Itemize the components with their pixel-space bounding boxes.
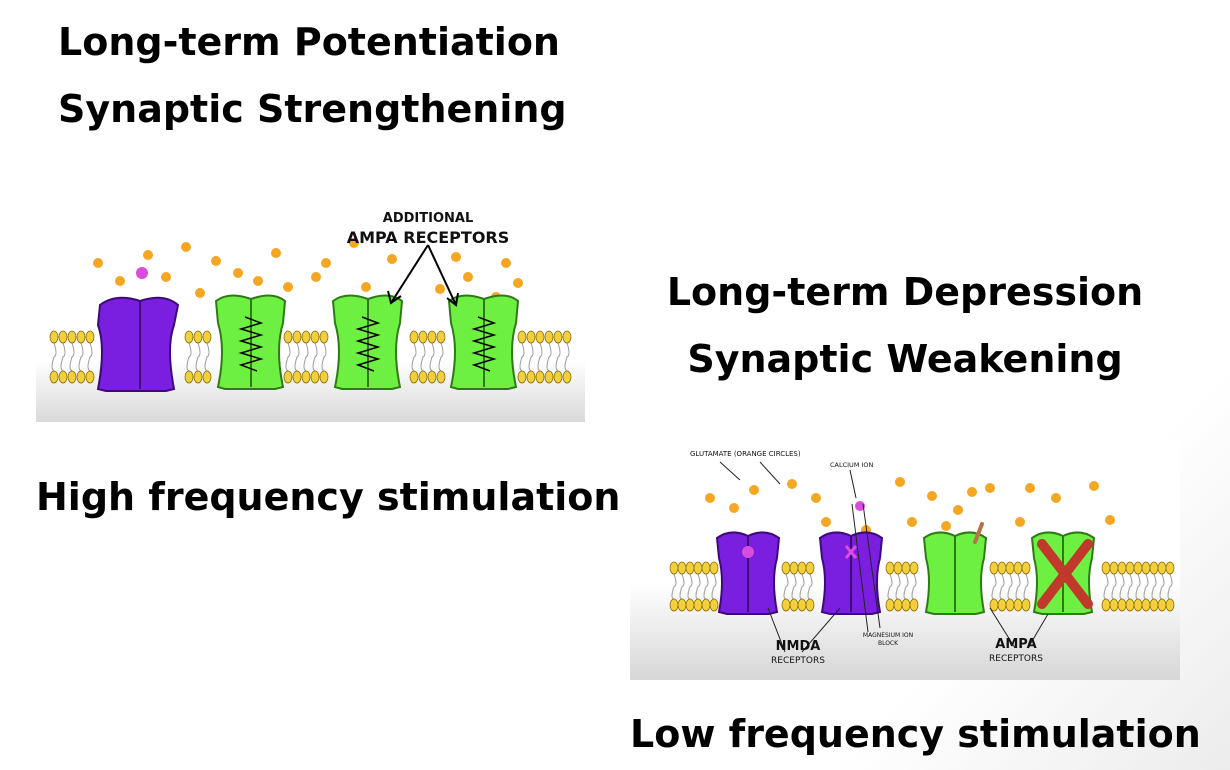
label-ampa-receptors: AMPA RECEPTORS [347, 228, 510, 247]
label-glutamate: GLUTAMATE (ORANGE CIRCLES) [690, 450, 801, 458]
glutamate-molecules [705, 477, 1115, 535]
label-calcium-ion: CALCIUM ION [830, 461, 874, 469]
calcium-ion [136, 267, 148, 279]
ampa-receptor [922, 522, 988, 615]
ampa-receptor [214, 294, 287, 390]
nmda-receptor [715, 531, 781, 615]
ltd-synapse-diagram: GLUTAMATE (ORANGE CIRCLES) CALCIUM ION M… [630, 440, 1180, 680]
ampa-receptor-additional [331, 294, 404, 390]
ltp-subtitle: Synaptic Strengthening [58, 87, 567, 131]
ltp-synapse-diagram: ADDITIONAL AMPA RECEPTORS [36, 177, 585, 422]
label-magnesium-block-line2: BLOCK [878, 640, 899, 647]
label-magnesium-block-line1: MAGNESIUM ION [863, 632, 913, 639]
removal-x-icon [1037, 539, 1093, 609]
calcium-ion [855, 501, 865, 511]
lipid-bilayer [49, 330, 572, 384]
label-ampa-receptors: RECEPTORS [989, 654, 1043, 664]
ltd-title: Long-term Depression [666, 270, 1144, 314]
arrows-additional-ampa [387, 244, 459, 307]
label-additional: ADDITIONAL [383, 211, 473, 226]
ltp-stimulation-label: High frequency stimulation [36, 475, 621, 519]
label-nmda-receptors: RECEPTORS [771, 656, 825, 666]
ampa-receptor-removed [1030, 531, 1096, 615]
label-nmda: NMDA [776, 639, 821, 654]
ltd-stimulation-label: Low frequency stimulation [630, 712, 1201, 756]
nmda-receptor [96, 296, 180, 392]
ltd-subtitle: Synaptic Weakening [687, 337, 1123, 381]
label-ampa: AMPA [995, 637, 1036, 652]
ltp-title: Long-term Potentiation [58, 20, 560, 64]
lipid-bilayer [669, 561, 1175, 612]
calcium-ion [742, 546, 754, 558]
ampa-receptor-additional [447, 294, 520, 390]
nmda-receptor-blocked [818, 531, 884, 615]
label-arrows [719, 461, 1049, 653]
